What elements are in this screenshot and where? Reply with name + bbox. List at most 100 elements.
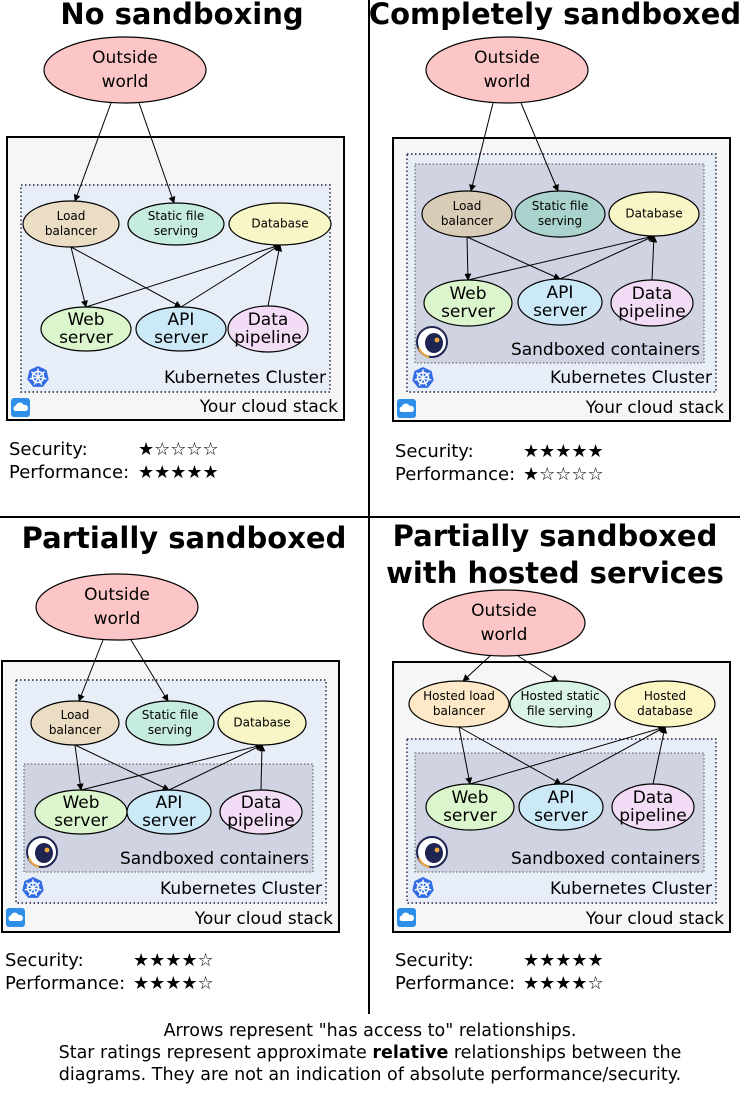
performance-label: Performance: (9, 462, 129, 483)
arrow-load-balancer-to-api-server (466, 236, 561, 280)
outside-world-node-shape (43, 36, 207, 104)
arrow-load-balancer-to-api-server (458, 726, 562, 785)
arrow-data-pipeline-to-database (267, 244, 283, 307)
database-node-label: Database (625, 207, 682, 221)
cloud-stack-label: Your cloud stack (194, 909, 333, 929)
kubernetes-cluster-label: Kubernetes Cluster (160, 879, 322, 899)
arrow-data-pipeline-to-database (650, 235, 658, 281)
arrow-load-balancer-to-api-server (70, 246, 182, 308)
security-label: Security: (395, 950, 474, 971)
quadrant-title: Completely sandboxed (369, 0, 740, 31)
access-arrows (458, 655, 668, 785)
arrow-api-server-to-database (559, 235, 655, 280)
arrow-load-balancer-to-web-server (70, 246, 88, 308)
sandboxed-containers-label: Sandboxed containers (511, 849, 700, 869)
sandboxed-containers-label: Sandboxed containers (511, 340, 700, 360)
performance-stars: ★★★★★ (138, 462, 219, 483)
performance-label: Performance: (395, 973, 515, 994)
performance-label: Performance: (5, 973, 125, 994)
load-balancer-node-shape (22, 200, 120, 248)
arrow-world-to-static-files (520, 102, 559, 192)
arrow-data-pipeline-to-database (652, 726, 668, 785)
arrow-data-pipeline-to-database (258, 744, 266, 791)
performance-stars: ★★★★☆ (523, 973, 604, 994)
cloud-icon (6, 908, 25, 927)
quadrant-title: No sandboxing (60, 0, 303, 31)
security-stars: ★★★★★ (523, 441, 604, 462)
arrow-web-server-to-database (467, 234, 655, 281)
arrow-world-to-load-balancer (73, 102, 112, 202)
access-arrows (464, 102, 658, 281)
footer-line-1: Arrows represent "has access to" relatio… (163, 1021, 577, 1041)
arrow-world-to-static-files (138, 102, 176, 204)
kubernetes-cluster-label: Kubernetes Cluster (550, 879, 712, 899)
gvisor-astronaut-icon (416, 326, 448, 358)
data-pipeline-node-shape (227, 305, 309, 353)
footer-emphasis: relative (372, 1043, 449, 1063)
footer-note: Arrows represent "has access to" relatio… (0, 1020, 740, 1086)
arrow-world-to-load-balancer (78, 639, 104, 702)
gvisor-astronaut-icon (26, 836, 58, 868)
static-file-serving-node-shape (514, 190, 606, 238)
performance-label: Performance: (395, 464, 515, 485)
arrow-api-server-to-database (560, 726, 666, 785)
gvisor-astronaut-icon (416, 836, 448, 868)
database-node-shape (217, 700, 307, 746)
database-node: Database (217, 700, 307, 746)
database-node-shape (228, 202, 332, 246)
static-file-serving-node-shape (125, 700, 215, 746)
load-balancer-node-shape (408, 680, 510, 728)
arrow-world-to-load-balancer (462, 655, 491, 682)
kubernetes-icon (22, 877, 44, 898)
security-label: Security: (395, 441, 474, 462)
web-server-node-shape (423, 279, 513, 327)
kubernetes-cluster-label: Kubernetes Cluster (550, 368, 712, 388)
cloud-stack-label: Your cloud stack (585, 909, 724, 929)
outside-world-node-shape (425, 36, 589, 104)
database-node: Database (228, 202, 332, 246)
cloud-stack-label: Your cloud stack (199, 397, 338, 417)
kubernetes-icon (412, 367, 434, 388)
load-balancer-node-shape (421, 190, 513, 238)
data-pipeline-node-shape (610, 279, 694, 327)
data-pipeline-node-shape (611, 783, 695, 831)
arrow-web-server-to-database (469, 725, 666, 785)
static-file-serving-node-shape (127, 202, 225, 246)
sandboxed-containers-label: Sandboxed containers (120, 849, 309, 869)
performance-stars: ★★★★☆ (133, 973, 214, 994)
database-node: Database (608, 191, 700, 237)
outside-world-node-shape (35, 573, 199, 641)
arrow-load-balancer-to-web-server (464, 236, 472, 281)
security-label: Security: (9, 439, 88, 460)
